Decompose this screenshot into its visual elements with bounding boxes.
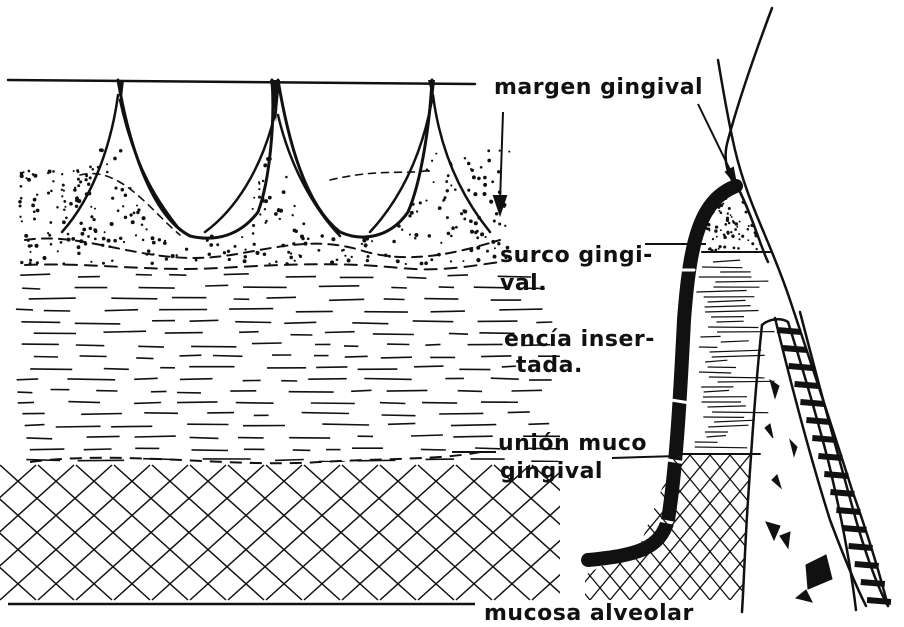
margen-arrow-line bbox=[500, 112, 503, 202]
tooth-profile-line bbox=[726, 8, 772, 188]
free-gingiva-stipple bbox=[18, 148, 510, 265]
attached-gingiva-texture bbox=[16, 274, 580, 462]
profile-connective-texture bbox=[695, 260, 775, 448]
label-surco-gingival-1: surco gingi- bbox=[500, 243, 653, 268]
mucogingival-junction-line bbox=[30, 452, 480, 463]
tooth-crown bbox=[278, 80, 432, 237]
tooth-profile-line bbox=[718, 60, 888, 606]
label-union-mucogingival-2: gingival bbox=[500, 459, 603, 484]
sulcus-line bbox=[25, 262, 500, 269]
alveolar-bone bbox=[742, 325, 762, 612]
label-encia-insertada-1: encía inser- bbox=[504, 327, 655, 352]
label-mucosa-alveolar: mucosa alveolar bbox=[484, 601, 694, 626]
tooth-crown bbox=[118, 80, 273, 238]
ligament-fibers bbox=[777, 330, 891, 602]
alveolar-mucosa-hatch bbox=[0, 465, 872, 600]
sulcus-line bbox=[25, 238, 500, 258]
label-union-mucogingival-1: unión muco bbox=[498, 431, 647, 456]
label-margen-gingival: margen gingival bbox=[494, 75, 703, 100]
label-encia-insertada-2: tada. bbox=[516, 353, 583, 378]
incisal-line bbox=[8, 80, 475, 84]
label-surco-gingival-2: val. bbox=[500, 271, 547, 296]
union-pointer bbox=[612, 456, 678, 458]
